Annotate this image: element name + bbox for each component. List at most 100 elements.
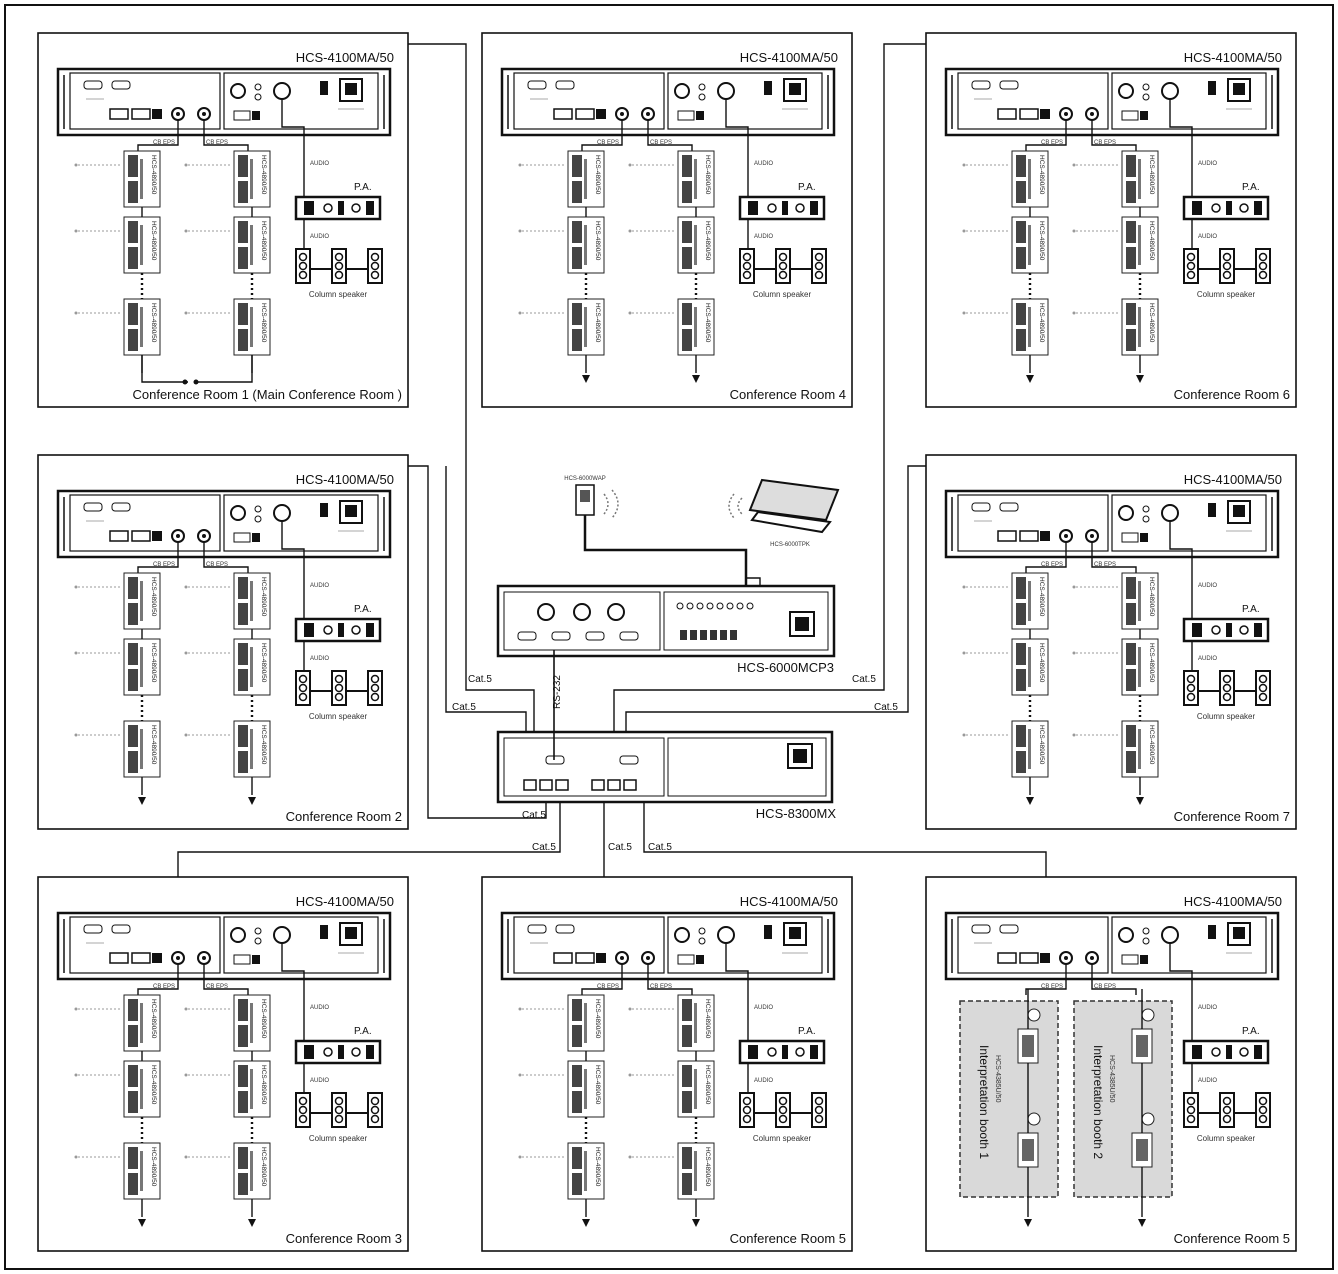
unit-model-label: HCS-4890/50: [594, 1065, 601, 1105]
unit-keys-icon: [682, 181, 692, 203]
unit-lead-dot: [629, 230, 632, 233]
unit-model-label: HCS-4890/50: [1148, 725, 1155, 765]
unit-mic-icon: [128, 999, 138, 1021]
audio-label-2: AUDIO: [1198, 234, 1217, 240]
audio-label: AUDIO: [1198, 161, 1217, 167]
power-socket-inner: [1233, 927, 1245, 939]
unit-keys-icon: [682, 1025, 692, 1047]
cat5-label: Cat.5: [608, 842, 632, 853]
unit-lead-dot: [185, 1156, 188, 1159]
terminal-block: [110, 109, 128, 119]
db9-port: [586, 632, 604, 640]
rj45-port: [132, 953, 150, 963]
xlr-input: [1119, 84, 1133, 98]
unit-model-label: HCS-4890/50: [704, 221, 711, 261]
cat5-port: [592, 780, 604, 790]
speaker-cone: [744, 272, 751, 279]
unit-keys-icon: [1016, 329, 1026, 351]
unit-connector: [250, 581, 253, 621]
db9-port: [84, 503, 102, 511]
cat5-port: [624, 780, 636, 790]
speaker-cone: [744, 1107, 751, 1114]
audio-label-2: AUDIO: [1198, 656, 1217, 662]
unit-lead-dot: [1073, 230, 1076, 233]
cat5-label: Cat.5: [468, 674, 492, 685]
speaker-cone: [1260, 1107, 1267, 1114]
speaker-cone: [1224, 685, 1231, 692]
rj45-port: [1040, 531, 1050, 541]
pa-amplifier: [296, 619, 380, 641]
speaker-cone: [372, 694, 379, 701]
unit-lead-dot: [1073, 652, 1076, 655]
main-unit-model-label: HCS-4100MA/50: [296, 50, 394, 65]
pa-jack: [768, 204, 776, 212]
unit-connector: [694, 1003, 697, 1043]
audio-label-2: AUDIO: [754, 1078, 773, 1084]
column-speaker-icon: [1184, 1093, 1198, 1127]
rj45-port: [596, 953, 606, 963]
unit-model-label: HCS-4890/50: [1038, 643, 1045, 683]
interpreter-unit-keys: [1022, 1035, 1034, 1057]
power-socket-inner: [789, 83, 801, 95]
unit-connector: [584, 1151, 587, 1191]
unit-keys-icon: [1126, 751, 1136, 773]
speaker-cone: [300, 1098, 307, 1105]
unit-connector: [140, 159, 143, 199]
audio-jack: [1143, 506, 1149, 512]
room-name-label: Conference Room 1 (Main Conference Room …: [132, 387, 402, 402]
cat5-label: Cat.5: [852, 674, 876, 685]
power-switch: [320, 503, 328, 517]
unit-connector: [694, 1069, 697, 1109]
terminal-block: [1140, 955, 1148, 964]
speaker-cone: [372, 272, 379, 279]
speaker-cone: [1260, 1116, 1267, 1123]
interpreter-unit-keys: [1136, 1035, 1148, 1057]
audio-jack: [1143, 516, 1149, 522]
rj45-port: [132, 109, 150, 119]
column-speaker-icon: [296, 1093, 310, 1127]
unit-connector: [1138, 647, 1141, 687]
unit-model-label: HCS-4890/50: [150, 577, 157, 617]
booth-label: Interpretation booth 2: [1091, 1045, 1105, 1159]
pa-knob: [810, 201, 818, 215]
unit-model-label: HCS-4890/50: [1148, 577, 1155, 617]
terminal-block: [998, 953, 1016, 963]
pa-knob: [1192, 201, 1202, 215]
audio-jack: [255, 94, 261, 100]
unit-mic-icon: [128, 643, 138, 665]
unit-model-label: HCS-4890/50: [1148, 155, 1155, 195]
pa-amplifier: [296, 1041, 380, 1063]
pa-knob: [1254, 1045, 1262, 1059]
pa-knob: [810, 1045, 818, 1059]
xlr-output: [274, 927, 290, 943]
terminal-block: [234, 111, 250, 120]
unit-mic-icon: [128, 725, 138, 747]
power-socket-inner: [793, 749, 807, 763]
unit-connector: [584, 1003, 587, 1043]
unit-lead-dot: [185, 734, 188, 737]
column-speaker-icon: [812, 1093, 826, 1127]
unit-connector: [250, 1003, 253, 1043]
speaker-cone: [816, 254, 823, 261]
pa-label: P.A.: [798, 182, 816, 193]
unit-keys-icon: [238, 1025, 248, 1047]
pa-jack: [352, 1048, 360, 1056]
unit-mic-icon: [238, 1147, 248, 1169]
speaker-cone: [1188, 676, 1195, 683]
pa-amplifier: [1184, 197, 1268, 219]
terminal-block: [1140, 533, 1148, 542]
unit-connector: [584, 225, 587, 265]
terminal-block: [696, 111, 704, 120]
unit-model-label: HCS-4890/50: [1038, 303, 1045, 343]
audio-jack: [699, 938, 705, 944]
speaker-cone: [1260, 263, 1267, 270]
cat5-port: [608, 780, 620, 790]
room-panel: HCS-4100MA/50Conference Room 5CB EPSCB E…: [482, 877, 852, 1251]
unit-keys-icon: [128, 603, 138, 625]
column-speaker-icon: [1220, 671, 1234, 705]
db9-port: [620, 756, 638, 764]
unit-lead-dot: [75, 164, 78, 167]
unit-mic-icon: [572, 221, 582, 243]
db9-port: [1000, 503, 1018, 511]
